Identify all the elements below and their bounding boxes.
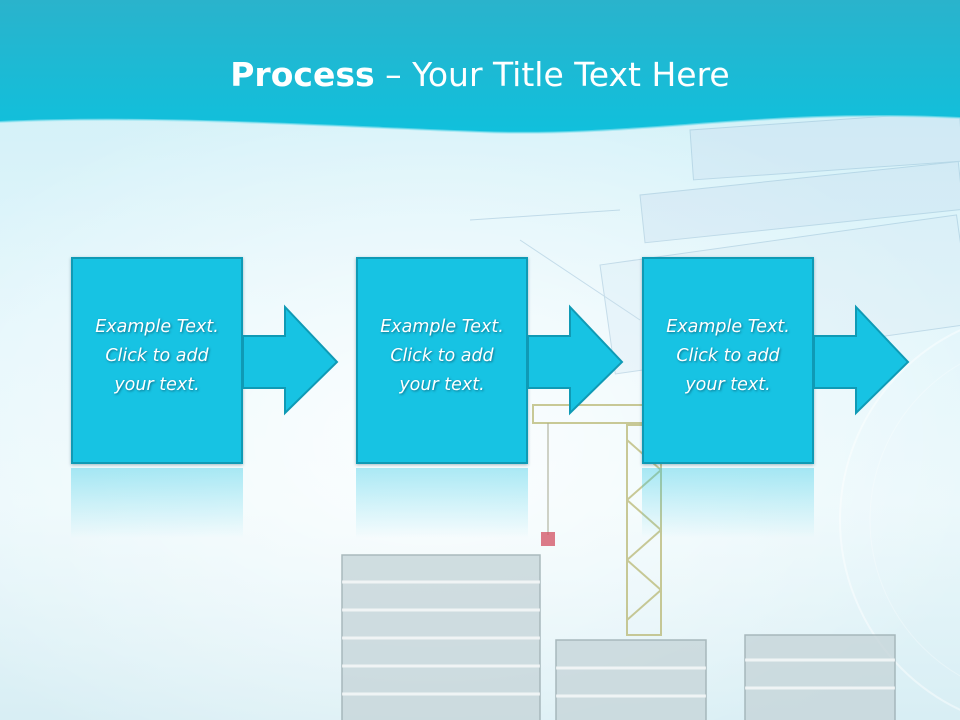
step-3-text[interactable]: Example Text. Click to add your text. [644,313,812,400]
process-step-2[interactable]: Example Text. Click to add your text. [356,257,528,464]
step-2-line-2: Click to add [390,346,494,366]
step-1-line-3: your text. [114,375,200,395]
step-3-line-2: Click to add [676,346,780,366]
step-2-text[interactable]: Example Text. Click to add your text. [358,313,526,400]
step-3-line-3: your text. [685,375,771,395]
arrow-right-icon [242,304,339,416]
step-1-reflection [71,468,243,538]
title-bold: Process [230,55,375,94]
step-2-reflection [356,468,528,538]
process-step-1[interactable]: Example Text. Click to add your text. [71,257,243,464]
arrow-right-icon [813,304,910,416]
step-1-line-1: Example Text. [95,317,219,337]
step-2-line-3: your text. [399,375,485,395]
step-3-reflection [642,468,814,538]
process-step-3[interactable]: Example Text. Click to add your text. [642,257,814,464]
step-2-line-1: Example Text. [380,317,504,337]
arrow-right-icon [527,304,624,416]
step-1-line-2: Click to add [105,346,209,366]
title-rest: – Your Title Text Here [374,55,730,94]
slide-title[interactable]: Process – Your Title Text Here [0,54,960,96]
step-1-text[interactable]: Example Text. Click to add your text. [73,313,241,400]
step-3-line-1: Example Text. [666,317,790,337]
